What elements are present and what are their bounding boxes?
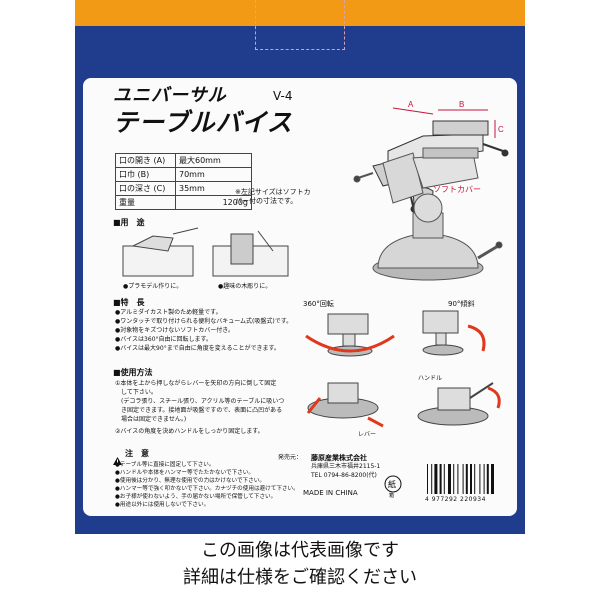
- vendor-address: 兵庫県三木市福井2115-1: [311, 463, 381, 470]
- spec-label: 口の深さ (C): [115, 181, 176, 196]
- barcode-bar: [486, 464, 489, 494]
- feature-item: ●バイスは最大90°まで自由に角度を変えることができます。: [115, 345, 280, 352]
- orange-top-band: [75, 0, 525, 26]
- feature-item: ●ワンタッチで取り付けられる便利なバキューム式(吸盤式)です。: [115, 318, 293, 325]
- representative-image-caption: この画像は代表画像です: [201, 540, 399, 561]
- caution-item: ●ハンドルや本体をハンマー等でたたかないで下さい。: [115, 470, 254, 476]
- barcode-bar: [462, 464, 464, 494]
- method-step: き固定できます。接地面が吸盤ですので、表面に凸凹がある: [115, 407, 283, 414]
- warning-icon: [113, 450, 122, 465]
- method-illustration: ハンドル レバー: [306, 375, 501, 438]
- lever-label: レバー: [358, 431, 376, 438]
- vice-product-illustration: [353, 147, 503, 281]
- barcode-bar: [427, 464, 428, 494]
- spec-value: 1200g: [175, 195, 252, 210]
- caution-item: ●テーブル等に直接に固定して下さい。: [115, 462, 215, 468]
- dimension-b-label: B: [459, 100, 464, 109]
- barcode-bar: [491, 464, 494, 494]
- spec-value: 最大60mm: [175, 153, 252, 168]
- spec-row: 口の開き (A) 最大60mm: [115, 153, 252, 168]
- feature-item: ●対象物をキズつけないソフトカバー付き。: [115, 327, 234, 334]
- dimension-a-label: A: [408, 100, 414, 109]
- method-step: 場合は固定できません。): [115, 416, 187, 423]
- feature-item: ●アルミダイカスト製のため軽量です。: [115, 309, 222, 316]
- caution-item: ●使用後は分かり、無理な使用での力はかけないで下さい。: [115, 478, 265, 484]
- method-step: ②バイスの角度を決めハンドルをしっかり固定します。: [115, 428, 264, 435]
- barcode-bar: [474, 464, 476, 494]
- barcode-bar: [453, 464, 455, 494]
- barcode-bar: [457, 464, 459, 494]
- barcode-icon: [425, 464, 505, 500]
- vice-jaw-top: [432, 120, 489, 136]
- barcode-bar: [470, 464, 472, 494]
- barcode-bar: [483, 464, 485, 494]
- barcode-bar: [479, 464, 481, 494]
- usage-illustration: [122, 227, 289, 277]
- feature-item: ●バイスは360°自由に回転します。: [115, 336, 212, 343]
- label-card: ユニバーサル V-4 テーブルバイス A B C: [83, 78, 517, 516]
- method-heading: ■使用方法: [113, 368, 153, 377]
- soft-cover-label: ソフトカバー: [433, 185, 481, 194]
- usage-caption: ●プラモデル作りに。: [123, 283, 183, 290]
- features-heading: ■特 長: [113, 298, 145, 307]
- vendor-company: 藤原産業株式会社: [311, 454, 367, 462]
- barcode-bar: [448, 464, 451, 494]
- paper-recycle-icon: 紙 箱: [383, 474, 403, 502]
- spec-label: 口巾 (B): [115, 167, 176, 182]
- tilt-label: 90°傾斜: [448, 299, 474, 308]
- product-title-line1: ユニバーサル: [113, 85, 227, 106]
- origin-label: MADE IN CHINA: [303, 489, 358, 497]
- handle-label: ハンドル: [418, 375, 442, 382]
- barcode-bar: [465, 464, 468, 494]
- spec-note: ※左記サイズはソフトカバー付の寸法です。: [235, 188, 311, 206]
- product-title-line2: テーブルバイス: [113, 108, 293, 137]
- vendor-label: 発売元：: [278, 454, 303, 461]
- caution-item: ●用途以外には使用しないで下さい。: [115, 502, 210, 508]
- check-spec-caption: 詳細は仕様をご確認ください: [183, 567, 417, 588]
- method-step: (デコラ張り、スチール張り、アクリル等のテーブルに吸いつ: [115, 398, 285, 405]
- spec-row: 口の深さ (C) 35mm: [115, 181, 252, 196]
- spec-table: 口の開き (A) 最大60mm 口巾 (B) 70mm 口の深さ (C) 35m…: [115, 153, 252, 210]
- usage-heading: ■用 途: [113, 218, 145, 227]
- hang-hole-outline: [255, 0, 345, 50]
- spec-label: 口の開き (A): [115, 153, 176, 168]
- method-step: して下さい。: [115, 389, 157, 396]
- dimension-c-label: C: [498, 125, 504, 134]
- barcode-bar: [439, 464, 442, 494]
- vendor-tel: TEL 0794-86-8200(代): [311, 472, 377, 479]
- method-step: ①本体を上から押しながらレバーを矢印の方向に倒して固定: [115, 380, 277, 387]
- caution-item: ●お子様が使わないよう、手の届かない場所で保管して下さい。: [115, 494, 277, 500]
- barcode-number: 4 977292 220934: [425, 496, 486, 503]
- spec-row: 重量 1200g: [115, 195, 252, 210]
- rotate-label: 360°回転: [303, 300, 334, 308]
- spec-value: 70mm: [175, 167, 252, 182]
- recycle-mark-text: 紙: [388, 479, 396, 489]
- recycle-sub-text: 箱: [389, 492, 394, 498]
- barcode-bar: [443, 464, 445, 494]
- barcode-bar: [431, 464, 433, 494]
- package-front: ユニバーサル V-4 テーブルバイス A B C: [75, 0, 525, 534]
- caution-item: ●ハンマー等で強く叩かないで下さい。カナヅチの使用は避けて下さい。: [115, 486, 299, 492]
- caution-heading: 注 意: [125, 449, 149, 458]
- barcode-bar: [434, 464, 438, 494]
- product-model: V-4: [273, 89, 293, 103]
- usage-caption: ●趣味の木彫りに。: [218, 283, 272, 290]
- features-illustration: 360°回転 90°傾斜: [303, 299, 486, 357]
- spec-label: 重量: [115, 195, 176, 210]
- spec-row: 口巾 (B) 70mm: [115, 167, 252, 182]
